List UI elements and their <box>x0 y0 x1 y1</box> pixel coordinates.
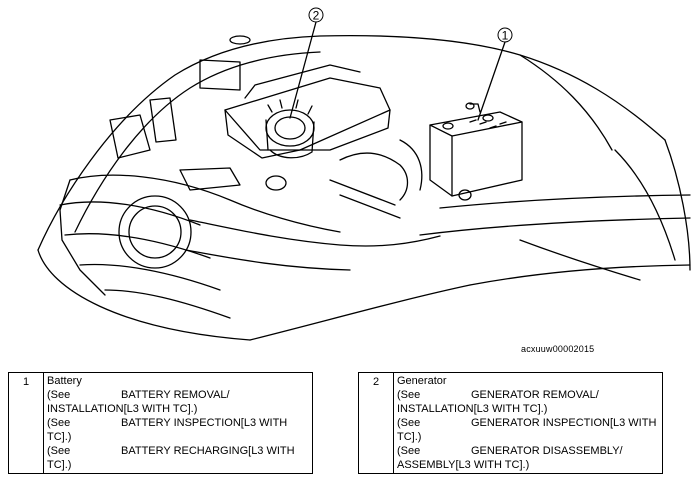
battery-removal-link[interactable]: BATTERY REMOVAL/ <box>121 389 230 401</box>
legend-ref-cont: INSTALLATION[L3 WITH TC].) <box>397 403 548 415</box>
headlight <box>118 195 441 271</box>
engine-details <box>109 35 475 219</box>
legend-number: 1 <box>8 372 44 474</box>
body-lines <box>37 194 691 341</box>
legend-title: Generator <box>397 375 447 387</box>
legend-ref-cont: INSTALLATION[L3 WITH TC].) <box>47 403 198 415</box>
legend-title: Battery <box>47 375 82 387</box>
callout-1-number: 1 <box>502 29 509 43</box>
legend-ref-cont: ASSEMBLY[L3 WITH TC].) <box>397 459 530 471</box>
legend-number: 2 <box>358 372 394 474</box>
callout-2: 2 <box>308 7 324 23</box>
battery-inspection-link[interactable]: BATTERY INSPECTION[L3 WITH <box>121 417 288 429</box>
battery-recharging-link[interactable]: BATTERY RECHARGING[L3 WITH <box>121 445 295 457</box>
generator-inspection-link[interactable]: GENERATOR INSPECTION[L3 WITH <box>471 417 657 429</box>
legend-ref-cont: TC].) <box>47 431 72 443</box>
callout-2-number: 2 <box>313 9 320 23</box>
engine-cover <box>224 64 391 159</box>
figure-code: acxuuw00002015 <box>521 344 595 354</box>
generator-removal-link[interactable]: GENERATOR REMOVAL/ <box>471 389 599 401</box>
legend-ref-cont: TC].) <box>47 459 72 471</box>
engine-bay-illustration: 1 2 <box>37 7 691 341</box>
legend-ref-cont: TC].) <box>397 431 422 443</box>
battery <box>429 103 523 197</box>
callout-1: 1 <box>497 27 513 43</box>
front-grille <box>59 174 341 319</box>
generator <box>265 99 315 159</box>
callout-1-leader <box>477 41 506 121</box>
callout-2-leader <box>289 21 317 119</box>
generator-disassembly-link[interactable]: GENERATOR DISASSEMBLY/ <box>471 445 623 457</box>
